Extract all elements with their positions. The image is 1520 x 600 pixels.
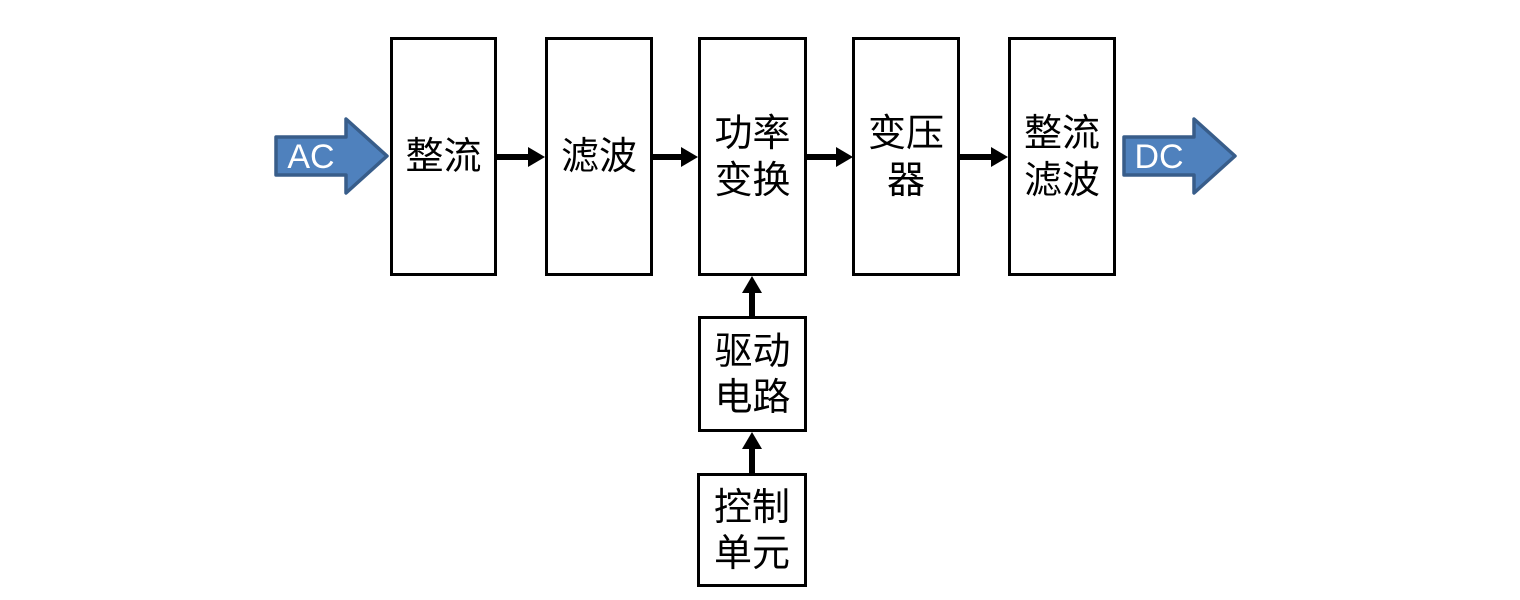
block-rectifier-label: 整流 xyxy=(405,134,482,179)
block-transformer-label-line1: 变压 xyxy=(867,111,944,156)
arrow-shaft xyxy=(497,154,531,160)
ac-arrow-shape xyxy=(274,117,389,195)
arrow-drive-circuit-to-power-conversion xyxy=(742,276,762,316)
dc-arrow-label: DC xyxy=(1134,138,1183,176)
arrow-rectifier-to-filter xyxy=(497,147,545,167)
block-drive-circuit: 驱动 电路 xyxy=(698,316,807,432)
block-power-conversion: 功率 变换 xyxy=(698,37,807,276)
arrow-head xyxy=(836,147,853,167)
block-filter: 滤波 xyxy=(545,37,653,276)
arrow-shaft xyxy=(749,446,755,473)
block-rectifier-filter: 整流 滤波 xyxy=(1008,37,1116,276)
arrow-head xyxy=(528,147,545,167)
block-control-unit-label-line2: 单元 xyxy=(713,531,790,575)
arrow-head xyxy=(991,147,1008,167)
arrow-filter-to-power-conversion xyxy=(653,147,698,167)
arrow-shaft xyxy=(653,154,684,160)
arrow-head xyxy=(742,432,762,449)
arrow-control-unit-to-drive-circuit xyxy=(742,432,762,473)
block-control-unit-label-line1: 控制 xyxy=(713,484,790,529)
block-transformer-label-line2: 器 xyxy=(886,157,925,202)
arrow-shaft xyxy=(749,290,755,316)
arrow-shaft xyxy=(807,154,839,160)
arrow-transformer-to-rectifier-filter xyxy=(960,147,1008,167)
block-filter-label: 滤波 xyxy=(560,134,637,179)
arrow-head xyxy=(742,276,762,293)
block-rectifier-filter-label-line2: 滤波 xyxy=(1023,157,1100,202)
block-rectifier-filter-label-line1: 整流 xyxy=(1023,111,1100,156)
block-transformer: 变压 器 xyxy=(852,37,960,276)
block-power-conversion-label-line2: 变换 xyxy=(714,157,791,202)
dc-arrow-shape xyxy=(1122,117,1237,195)
ac-input-arrow: AC xyxy=(274,117,389,195)
block-control-unit: 控制 单元 xyxy=(697,473,807,587)
block-drive-circuit-label-line2: 电路 xyxy=(714,375,791,419)
block-drive-circuit-label-line1: 驱动 xyxy=(714,328,791,373)
ac-arrow-label: AC xyxy=(287,138,334,176)
dc-output-arrow: DC xyxy=(1122,117,1237,195)
arrow-shaft xyxy=(960,154,994,160)
arrow-power-conversion-to-transformer xyxy=(807,147,853,167)
arrow-head xyxy=(681,147,698,167)
block-power-conversion-label-line1: 功率 xyxy=(714,111,791,156)
block-rectifier: 整流 xyxy=(390,37,497,276)
